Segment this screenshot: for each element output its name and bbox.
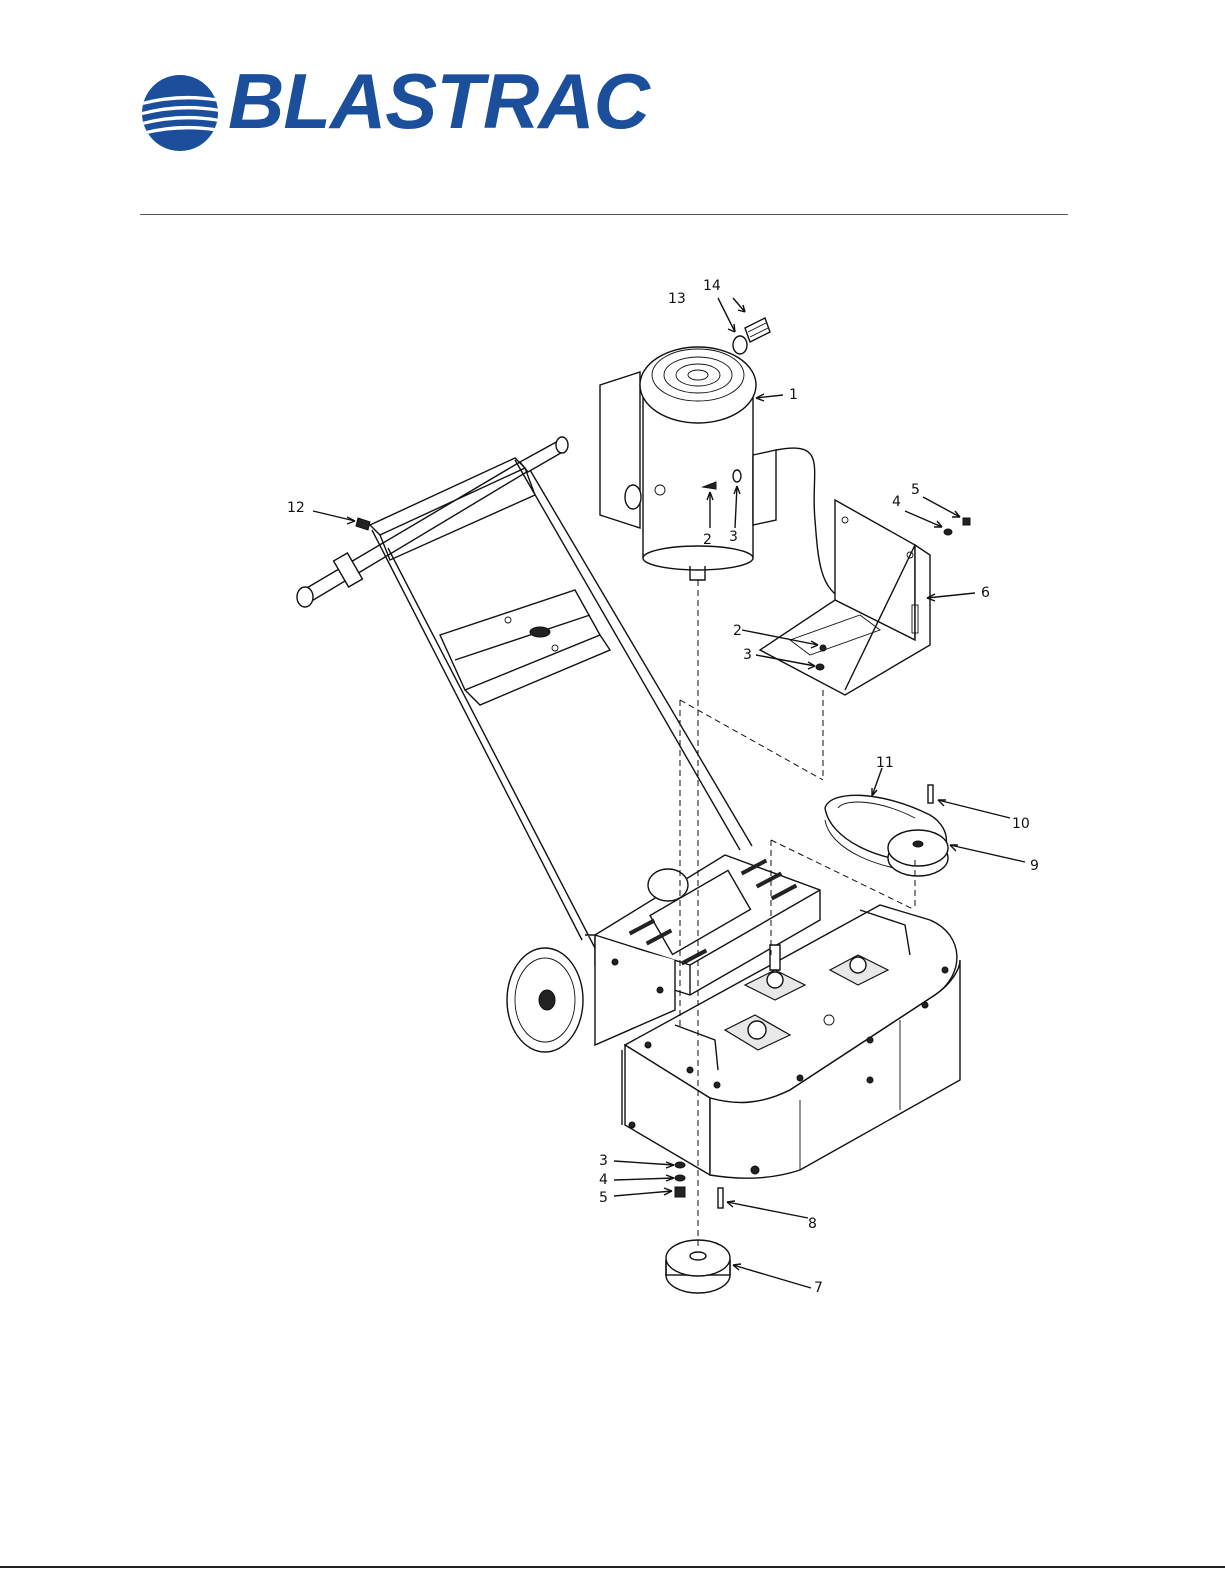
key-8 bbox=[718, 1188, 723, 1208]
motor bbox=[600, 347, 845, 600]
callout-10: 10 bbox=[1012, 816, 1030, 832]
hardware-stack-lower bbox=[675, 1162, 685, 1197]
footer-divider bbox=[0, 1566, 1225, 1568]
callout-lower-3: 3 bbox=[599, 1153, 608, 1169]
callout-12: 12 bbox=[287, 500, 305, 516]
lower-pulley bbox=[666, 1240, 730, 1293]
cable-fitting bbox=[733, 318, 770, 354]
callout-14: 14 bbox=[703, 278, 721, 294]
upper-pulley bbox=[888, 830, 948, 876]
key-10 bbox=[928, 785, 933, 803]
callout-4: 4 bbox=[892, 494, 901, 510]
handle-screw bbox=[356, 518, 370, 530]
callout-bracket-2: 2 bbox=[733, 623, 742, 639]
callout-7: 7 bbox=[814, 1280, 823, 1296]
callout-6: 6 bbox=[981, 585, 990, 601]
callout-lower-5: 5 bbox=[599, 1190, 608, 1206]
motor-bracket bbox=[760, 500, 930, 695]
callout-11: 11 bbox=[876, 755, 894, 771]
callout-13: 13 bbox=[668, 291, 686, 307]
hardware-stack-upper bbox=[944, 518, 970, 535]
callout-3: 3 bbox=[729, 529, 738, 545]
callout-9: 9 bbox=[1030, 858, 1039, 874]
callout-8: 8 bbox=[808, 1216, 817, 1232]
callout-5: 5 bbox=[911, 482, 920, 498]
callout-1: 1 bbox=[789, 387, 798, 403]
callout-bracket-3: 3 bbox=[743, 647, 752, 663]
chassis-base bbox=[507, 855, 960, 1178]
callout-lower-4: 4 bbox=[599, 1172, 608, 1188]
callout-2: 2 bbox=[703, 532, 712, 548]
